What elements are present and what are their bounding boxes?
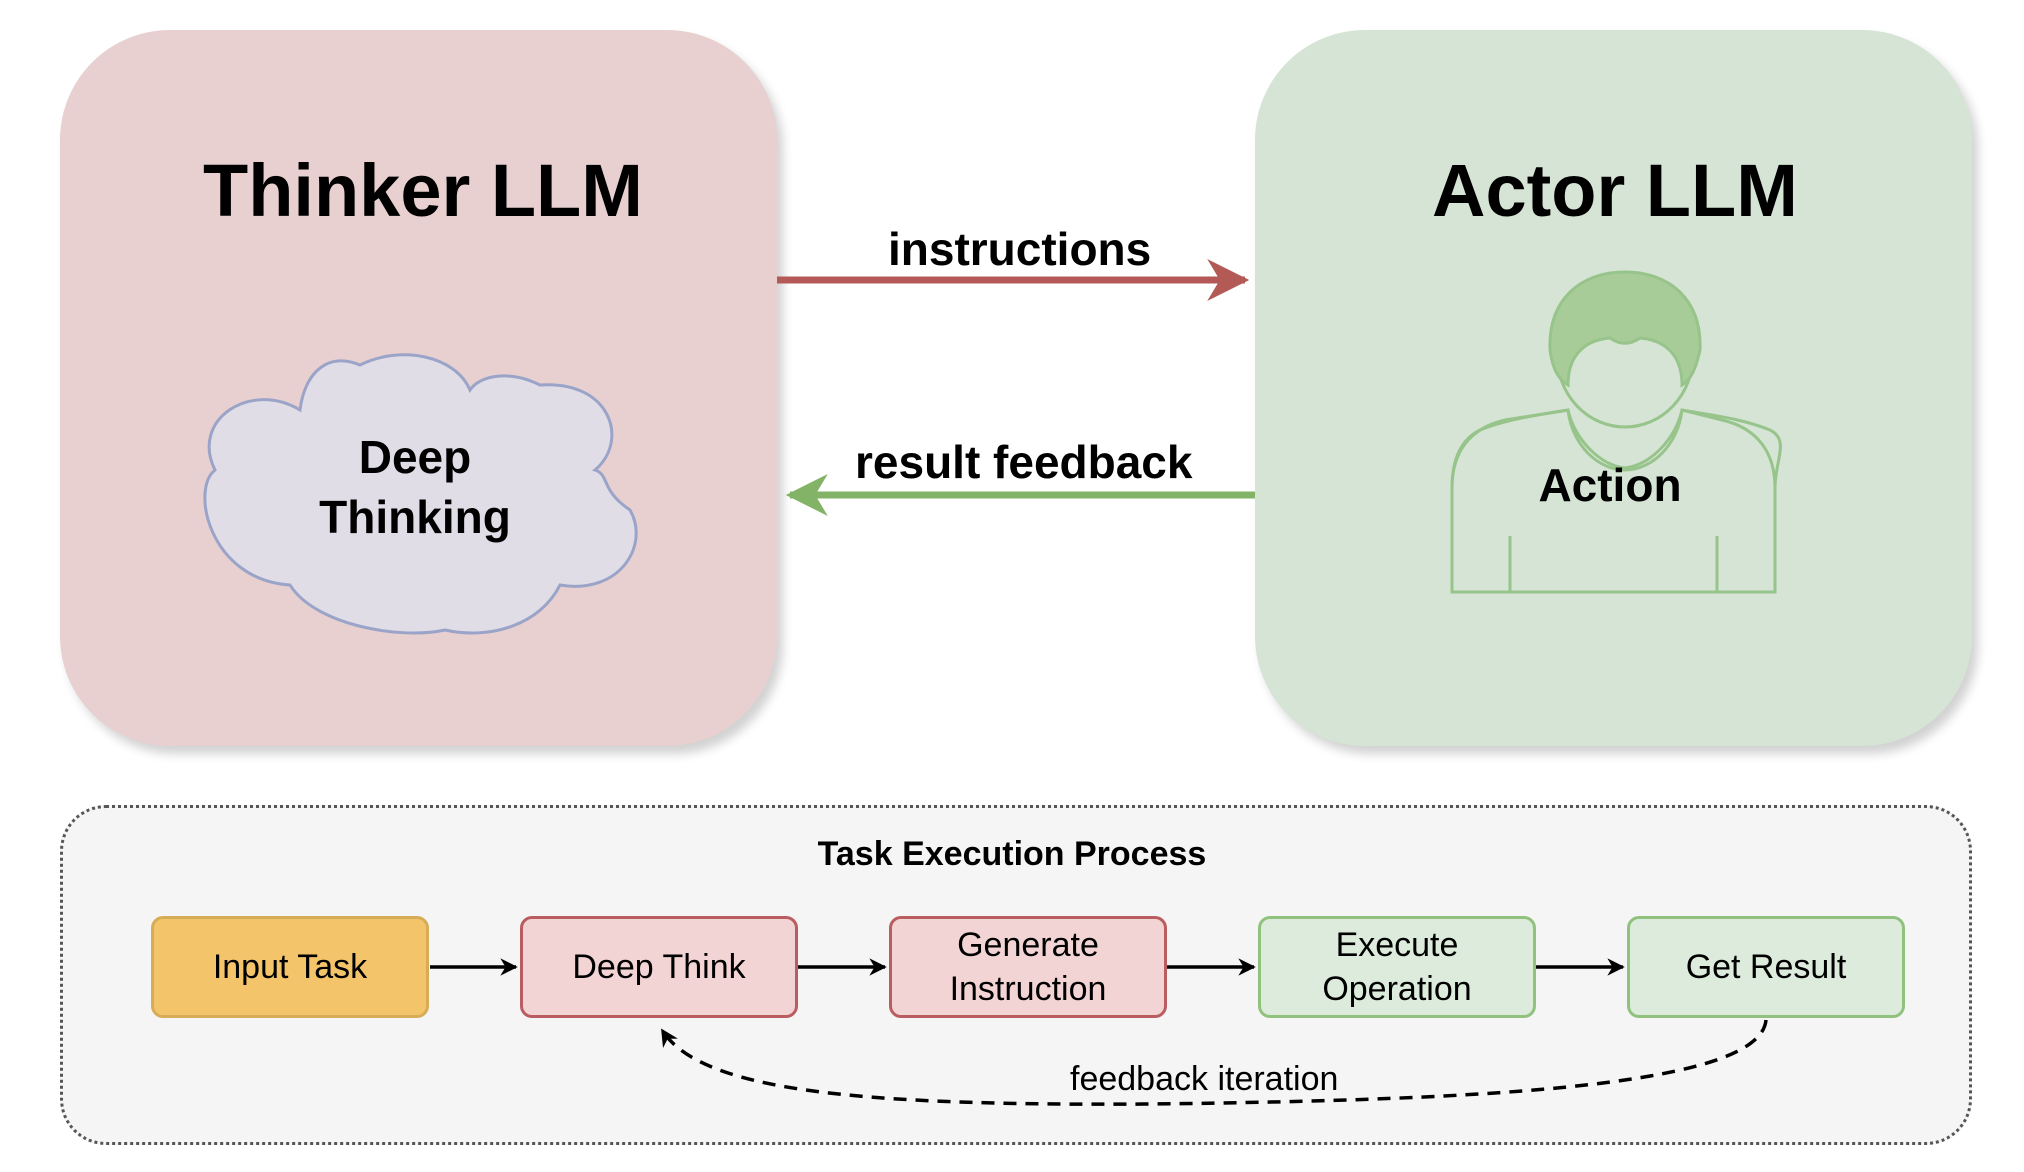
step-get-result: Get Result bbox=[1627, 916, 1905, 1018]
step-input-task: Input Task bbox=[151, 916, 429, 1018]
actor-llm-title: Actor LLM bbox=[1432, 149, 1798, 232]
step-label: Input Task bbox=[212, 947, 368, 986]
step-label: Deep Think bbox=[572, 947, 746, 986]
feedback-iteration-arrow bbox=[660, 1019, 1768, 1106]
cloud-label-line1: Deep bbox=[358, 431, 472, 483]
feedback-iteration-label: feedback iteration bbox=[1070, 1060, 1339, 1098]
step-label-line2: Instruction bbox=[949, 970, 1107, 1008]
action-label: Action bbox=[1538, 459, 1682, 511]
step-label-line1: Execute bbox=[1335, 925, 1459, 964]
result-feedback-label: result feedback bbox=[855, 436, 1193, 488]
step-label-line2: Operation bbox=[1322, 970, 1472, 1008]
instructions-label: instructions bbox=[888, 223, 1152, 275]
deep-thinking-label: Deep Thinking bbox=[300, 428, 530, 548]
deep-thinking-cloud bbox=[203, 353, 638, 635]
person-icon bbox=[1450, 270, 1782, 594]
thinker-llm-title: Thinker LLM bbox=[203, 149, 643, 232]
step-label-line1: Generate bbox=[957, 925, 1099, 964]
cloud-label-line2: Thinking bbox=[319, 490, 511, 543]
process-title: Task Execution Process bbox=[817, 835, 1207, 873]
step-deep-think: Deep Think bbox=[520, 916, 798, 1018]
step-generate-instruction: Generate Instruction bbox=[889, 916, 1167, 1018]
step-label: Get Result bbox=[1685, 947, 1847, 986]
step-execute-operation: Execute Operation bbox=[1258, 916, 1536, 1018]
